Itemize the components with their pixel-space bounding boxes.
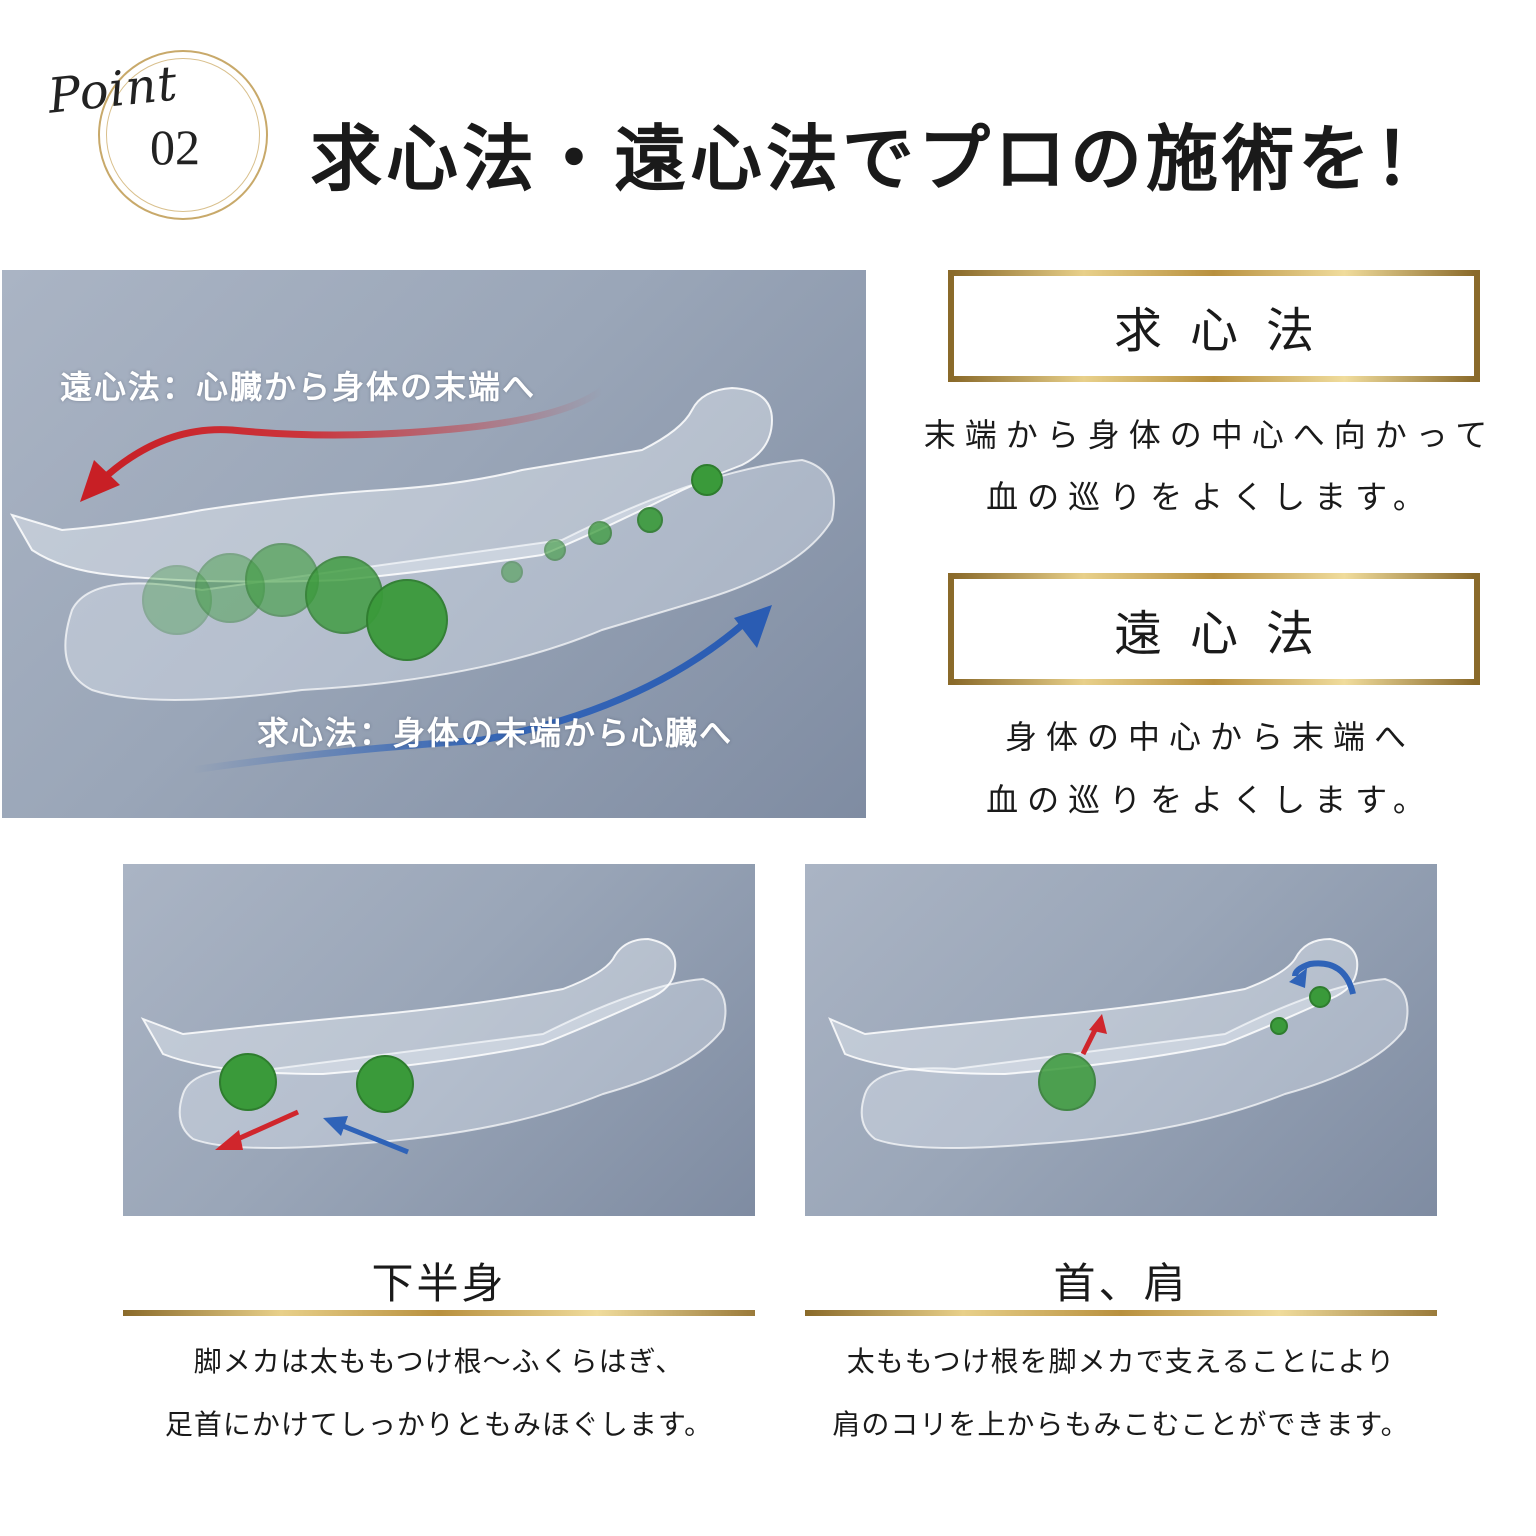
page-title: 求心法・遠心法でプロの施術を！ [310,117,1451,201]
neck-shoulder-heading: 首、肩 [1053,1259,1189,1308]
neck-shoulder-desc-line-1: 太ももつけ根を脚メカで支えることにより [846,1345,1396,1378]
kyushinho-heading-frame: 求心法 [948,270,1480,382]
main-illustration-panel: 遠心法：心臓から身体の末端へ 求心法：身体の末端から心臓へ [2,270,866,818]
kyushinho-desc-line-1: 末端から身体の中心へ向かって [923,416,1497,454]
lower-body-desc-line-2: 足首にかけてしっかりともみほぐします。 [164,1408,714,1441]
massage-nodes [142,464,723,661]
point-badge-outer-ring [98,50,268,220]
neck-shoulder-desc-line-2: 肩のコリを上からもみこむことができます。 [832,1408,1410,1441]
neck-shoulder-divider [805,1310,1437,1316]
enshinho-heading: 遠心法 [1113,606,1342,662]
kyushinho-caption: 求心法：身体の末端から心臓へ [257,714,734,752]
enshinho-desc-line-2: 血の巡りをよくします。 [986,781,1434,819]
lower-body-heading: 下半身 [371,1259,507,1308]
point-badge-inner-ring [106,58,260,212]
lower-body-divider [123,1310,755,1316]
lower-body-illustration [140,937,727,1155]
kyushinho-heading: 求心法 [1113,303,1342,359]
enshinho-desc-line-1: 身体の中心から末端へ [1004,718,1415,756]
kyushinho-arrow [191,622,745,774]
kyushinho-desc-line-2: 血の巡りをよくします。 [986,478,1434,516]
lower-body-illustration-panel [123,864,755,1216]
lower-body-desc-line-1: 脚メカは太ももつけ根〜ふくらはぎ、 [193,1345,685,1378]
point-number: 02 [150,119,200,175]
enshinho-heading-frame: 遠心法 [948,573,1480,685]
neck-shoulder-illustration [828,937,1409,1149]
massage-body-illustration [9,386,835,774]
neck-shoulder-illustration-panel [805,864,1437,1216]
enshinho-arrow [99,387,605,483]
enshinho-caption: 遠心法：心臓から身体の末端へ [60,368,537,406]
